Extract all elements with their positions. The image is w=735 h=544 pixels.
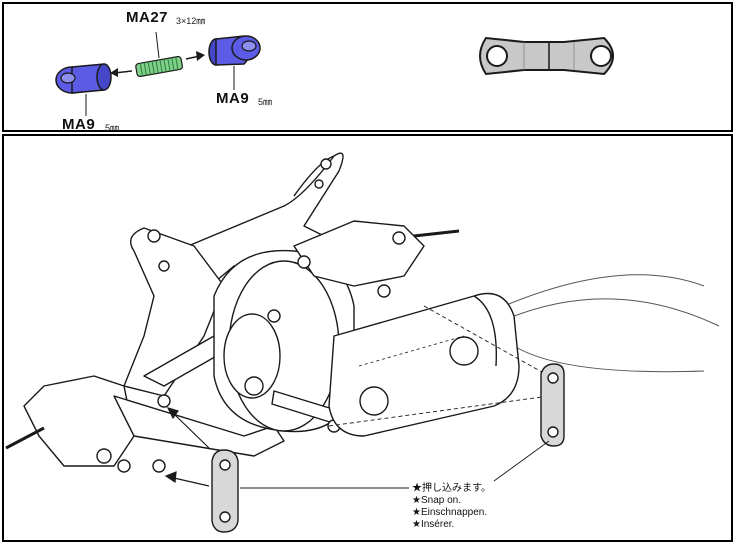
- instruction-de: ★Einschnappen.: [412, 507, 488, 518]
- left-ball-link-icon: [211, 449, 239, 533]
- right-arm-icon: [293, 220, 425, 287]
- ma9-right-size: 5㎜: [258, 97, 273, 107]
- ma9-left-connector-icon: [55, 63, 112, 94]
- right-ball-link-icon: [540, 363, 565, 447]
- parts-callout-panel: MA27 3×12㎜ MA9 5㎜ MA9 5㎜: [2, 2, 733, 133]
- ma27-screw-icon: [135, 55, 183, 78]
- ma27-leader-line: [155, 31, 160, 59]
- ma9-right-connector-icon: [208, 35, 261, 66]
- ma27-size: 3×12㎜: [176, 16, 206, 26]
- motor-icon: [328, 292, 520, 437]
- lower-arm-icon: [113, 395, 285, 457]
- chassis-line-drawing: [5, 152, 720, 533]
- ball-stud-icon: [157, 394, 171, 408]
- arrow-right-icon: [185, 51, 205, 61]
- ma9-left-code: MA9: [62, 116, 96, 133]
- ma27-code: MA27: [126, 9, 169, 26]
- instruction-fr: ★Insérer.: [412, 519, 455, 530]
- ma9-left-size: 5㎜: [105, 123, 120, 133]
- parts-illustration: [55, 31, 614, 116]
- arrow-left-icon: [110, 68, 133, 77]
- instruction-jp: ★押し込みます。: [412, 483, 491, 494]
- assembled-link-icon: [479, 36, 614, 76]
- ma9-right-code: MA9: [216, 90, 250, 107]
- left-knuckle-icon: [23, 375, 135, 467]
- assembly-drawing-panel: ★押し込みます。 ★Snap on. ★Einschnappen. ★Insér…: [2, 134, 733, 542]
- instruction-en: ★Snap on.: [412, 495, 461, 506]
